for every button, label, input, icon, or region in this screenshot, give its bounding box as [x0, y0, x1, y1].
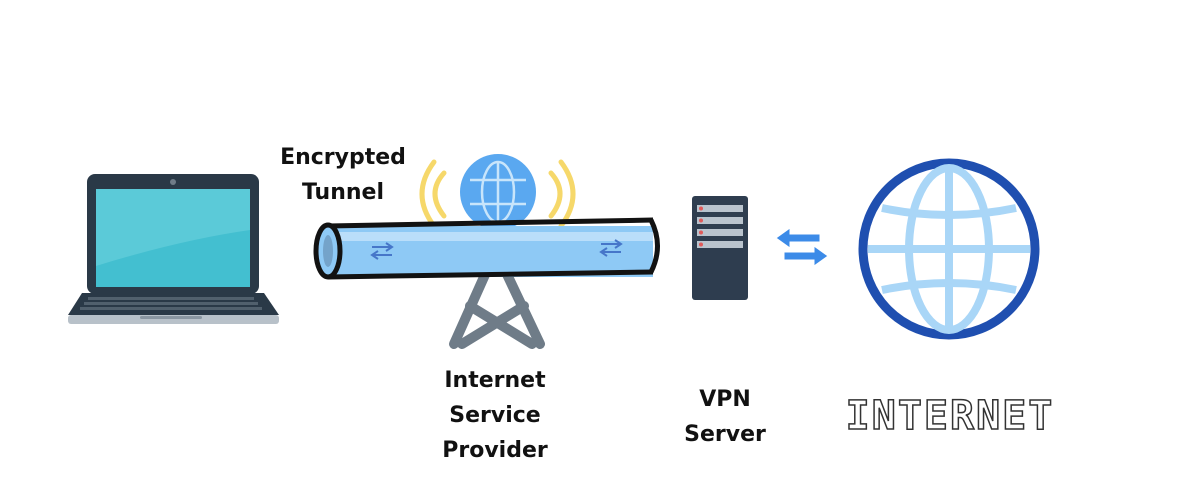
isp-label-line3: Provider — [442, 438, 548, 463]
isp-label-line2: Service — [449, 403, 541, 428]
vpn-server-label-line1: VPN — [699, 387, 751, 412]
encrypted-tunnel-label: Encrypted Tunnel — [268, 140, 418, 210]
isp-label-line1: Internet — [444, 368, 546, 393]
vpn-server-label-line2: Server — [684, 422, 766, 447]
vpn-server-label: VPN Server — [660, 382, 790, 452]
isp-label: Internet Service Provider — [425, 363, 565, 468]
internet-label: INTERNET — [845, 392, 1055, 440]
encrypted-tunnel-label-line1: Encrypted — [280, 145, 406, 170]
encrypted-tunnel-label-line2: Tunnel — [301, 180, 385, 205]
